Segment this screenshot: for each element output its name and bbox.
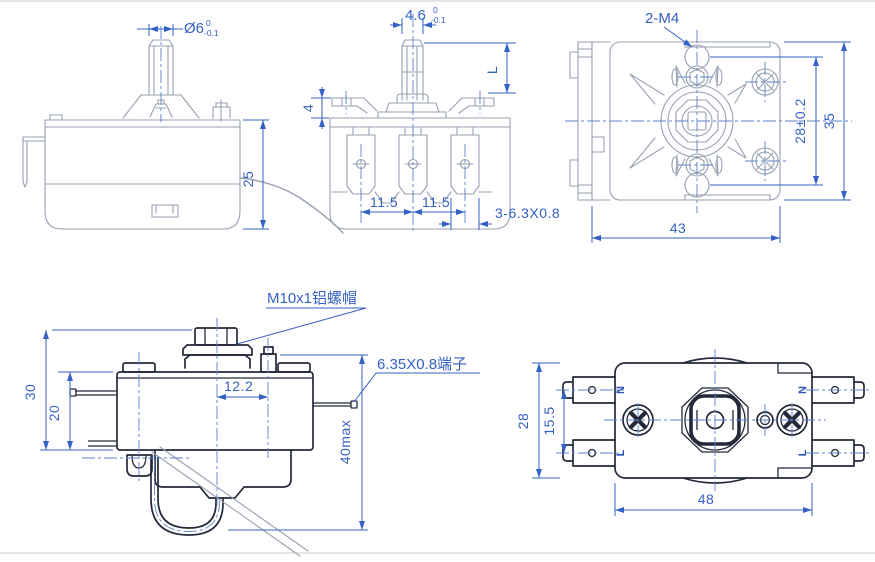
- dim-terminal-pitch: 15.5: [541, 406, 557, 435]
- dim-shaft-width-tol-upper: 0: [433, 5, 438, 15]
- front-view-geometry: [329, 39, 511, 230]
- dim-back-height: 35: [821, 113, 837, 130]
- side-view-dimensions: Ø6 0 -0.1 25: [137, 18, 269, 230]
- terminal-label-l-right: L: [797, 449, 809, 456]
- back-view-dimensions: 2-M4 28±0.2 35 43: [591, 10, 851, 243]
- dim-body-height: 20: [46, 405, 62, 422]
- note-terminal-spec: 6.35X0.8端子: [377, 356, 467, 373]
- dim-shaft-width: 4.6: [405, 7, 426, 24]
- dim-shaft-width-tol-lower: -0.1: [431, 15, 446, 25]
- assembled-side-dimensions: 30 20 12.2 40max M10x1铝螺帽 6.35X0.8端子: [22, 290, 480, 531]
- bottom-view: N L N L 28 15.5 48: [515, 349, 872, 516]
- dim-shaft-diameter: Ø6: [184, 20, 204, 37]
- back-view-centerlines: [565, 30, 852, 213]
- dim-terminal-pitch-left: 11.5: [370, 194, 398, 210]
- dim-bracket-thickness: 4: [300, 104, 316, 112]
- bottom-view-geometry: [562, 357, 865, 484]
- side-view: Ø6 0 -0.1 25: [22, 18, 344, 234]
- dim-shaft-tol-upper: 0: [206, 18, 211, 28]
- dim-bottom-width: 48: [698, 491, 715, 507]
- bottom-view-dimensions: 28 15.5 48: [515, 362, 813, 516]
- dim-shaft-length: L: [484, 66, 500, 74]
- front-view-centerlines: [345, 14, 481, 232]
- side-view-geometry: [22, 39, 344, 234]
- dim-shaft-offset: 12.2: [224, 378, 253, 394]
- assembled-side-view: 30 20 12.2 40max M10x1铝螺帽 6.35X0.8端子: [22, 290, 480, 557]
- back-view: 2-M4 28±0.2 35 43: [565, 10, 852, 243]
- terminal-label-n-right: N: [797, 386, 809, 394]
- front-view-dimensions: 4.6 0 -0.1 L 4 11.5 11.5 3-6.3X0.8: [300, 5, 560, 230]
- dim-shaft-tol-lower: -0.1: [204, 28, 219, 38]
- assembled-side-centerlines: [82, 318, 269, 532]
- note-mounting-screws: 2-M4: [645, 10, 679, 27]
- terminal-label-n-left: N: [615, 386, 627, 394]
- note-nut-spec: M10x1铝螺帽: [267, 290, 357, 307]
- terminal-label-l-left: L: [615, 449, 627, 456]
- dim-bottom-height: 28: [515, 413, 531, 430]
- dim-total-height: 30: [22, 384, 38, 401]
- bottom-view-centerlines: [556, 349, 872, 491]
- bottom-view-labels: N L N L: [615, 386, 809, 456]
- front-view: 4.6 0 -0.1 L 4 11.5 11.5 3-6.3X0.8: [300, 5, 560, 232]
- dim-hole-pitch: 28±0.2: [792, 98, 808, 144]
- dim-probe-length: 40max: [337, 420, 353, 465]
- dim-back-width: 43: [670, 220, 687, 236]
- dim-side-height: 25: [240, 171, 256, 188]
- dim-terminal-pitch-right: 11.5: [422, 194, 450, 210]
- dim-terminal-spec: 3-6.3X0.8: [495, 205, 560, 221]
